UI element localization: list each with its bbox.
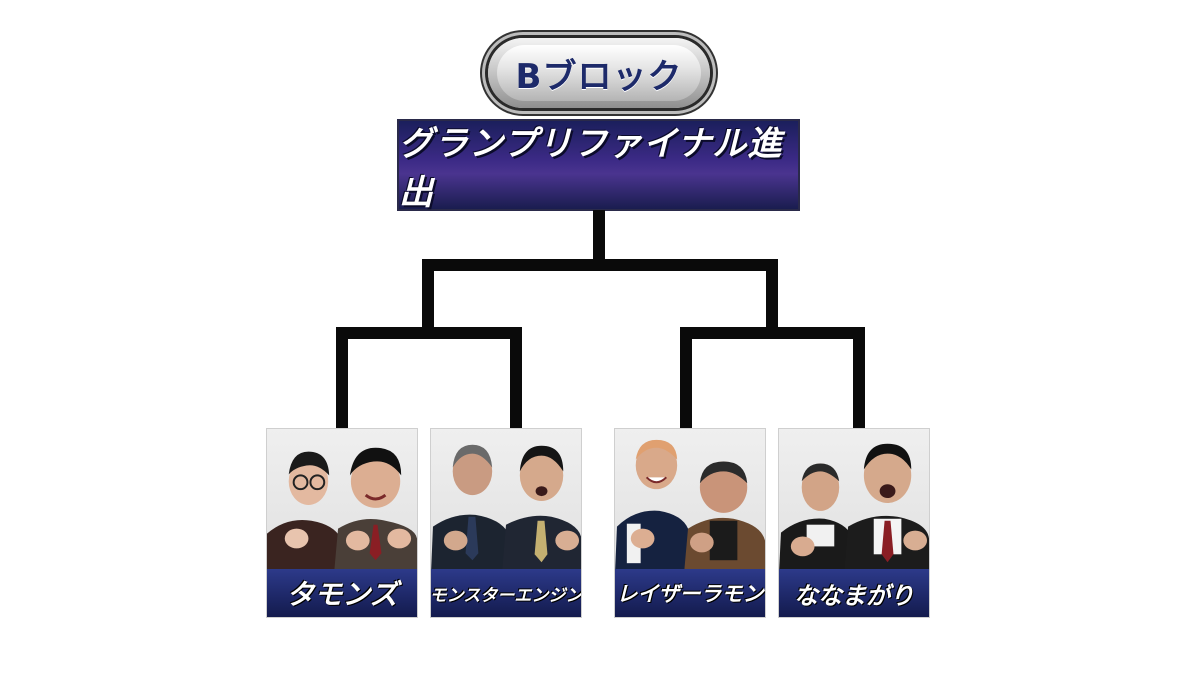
block-badge: Bブロック [488,38,710,108]
contestant-photo [267,447,417,574]
contestant-photo [779,443,929,574]
bracket-drop-card-2 [510,327,522,430]
block-badge-label: Bブロック [515,56,683,97]
bracket-lines [336,210,865,430]
final-advance-label: グランプリファイナル進出 [399,124,783,213]
contestant-name: レイザーラモン [616,581,764,606]
bracket-drop-card-3 [680,327,692,430]
bracket-left-bar [336,327,522,339]
contestant-card[interactable]: モンスターエンジン [430,428,582,618]
contestant-photo [615,439,765,574]
contestant-name-bar: タモンズ [267,569,417,617]
contestant-name: タモンズ [286,578,398,611]
bracket-upper-bar [422,259,778,271]
block-badge-inner: Bブロック [497,45,701,101]
contestant-name-bar: レイザーラモン [615,569,765,617]
bracket-drop-card-1 [336,327,348,430]
contestant-name: モンスターエンジン [430,585,582,606]
bracket-left-drop [422,259,434,337]
bracket-drop-card-4 [853,327,865,430]
contestant-card[interactable]: ななまがり [778,428,930,618]
contestant-name-bar: モンスターエンジン [431,569,581,617]
bracket-right-drop [766,259,778,337]
contestant-card[interactable]: タモンズ [266,428,418,618]
contestant-name-bar: ななまがり [779,569,929,617]
contestant-card[interactable]: レイザーラモン [614,428,766,618]
bracket-right-bar [680,327,865,339]
bracket-top-stem [593,210,605,270]
contestant-name: ななまがり [794,580,914,610]
contestant-photo [431,444,581,574]
